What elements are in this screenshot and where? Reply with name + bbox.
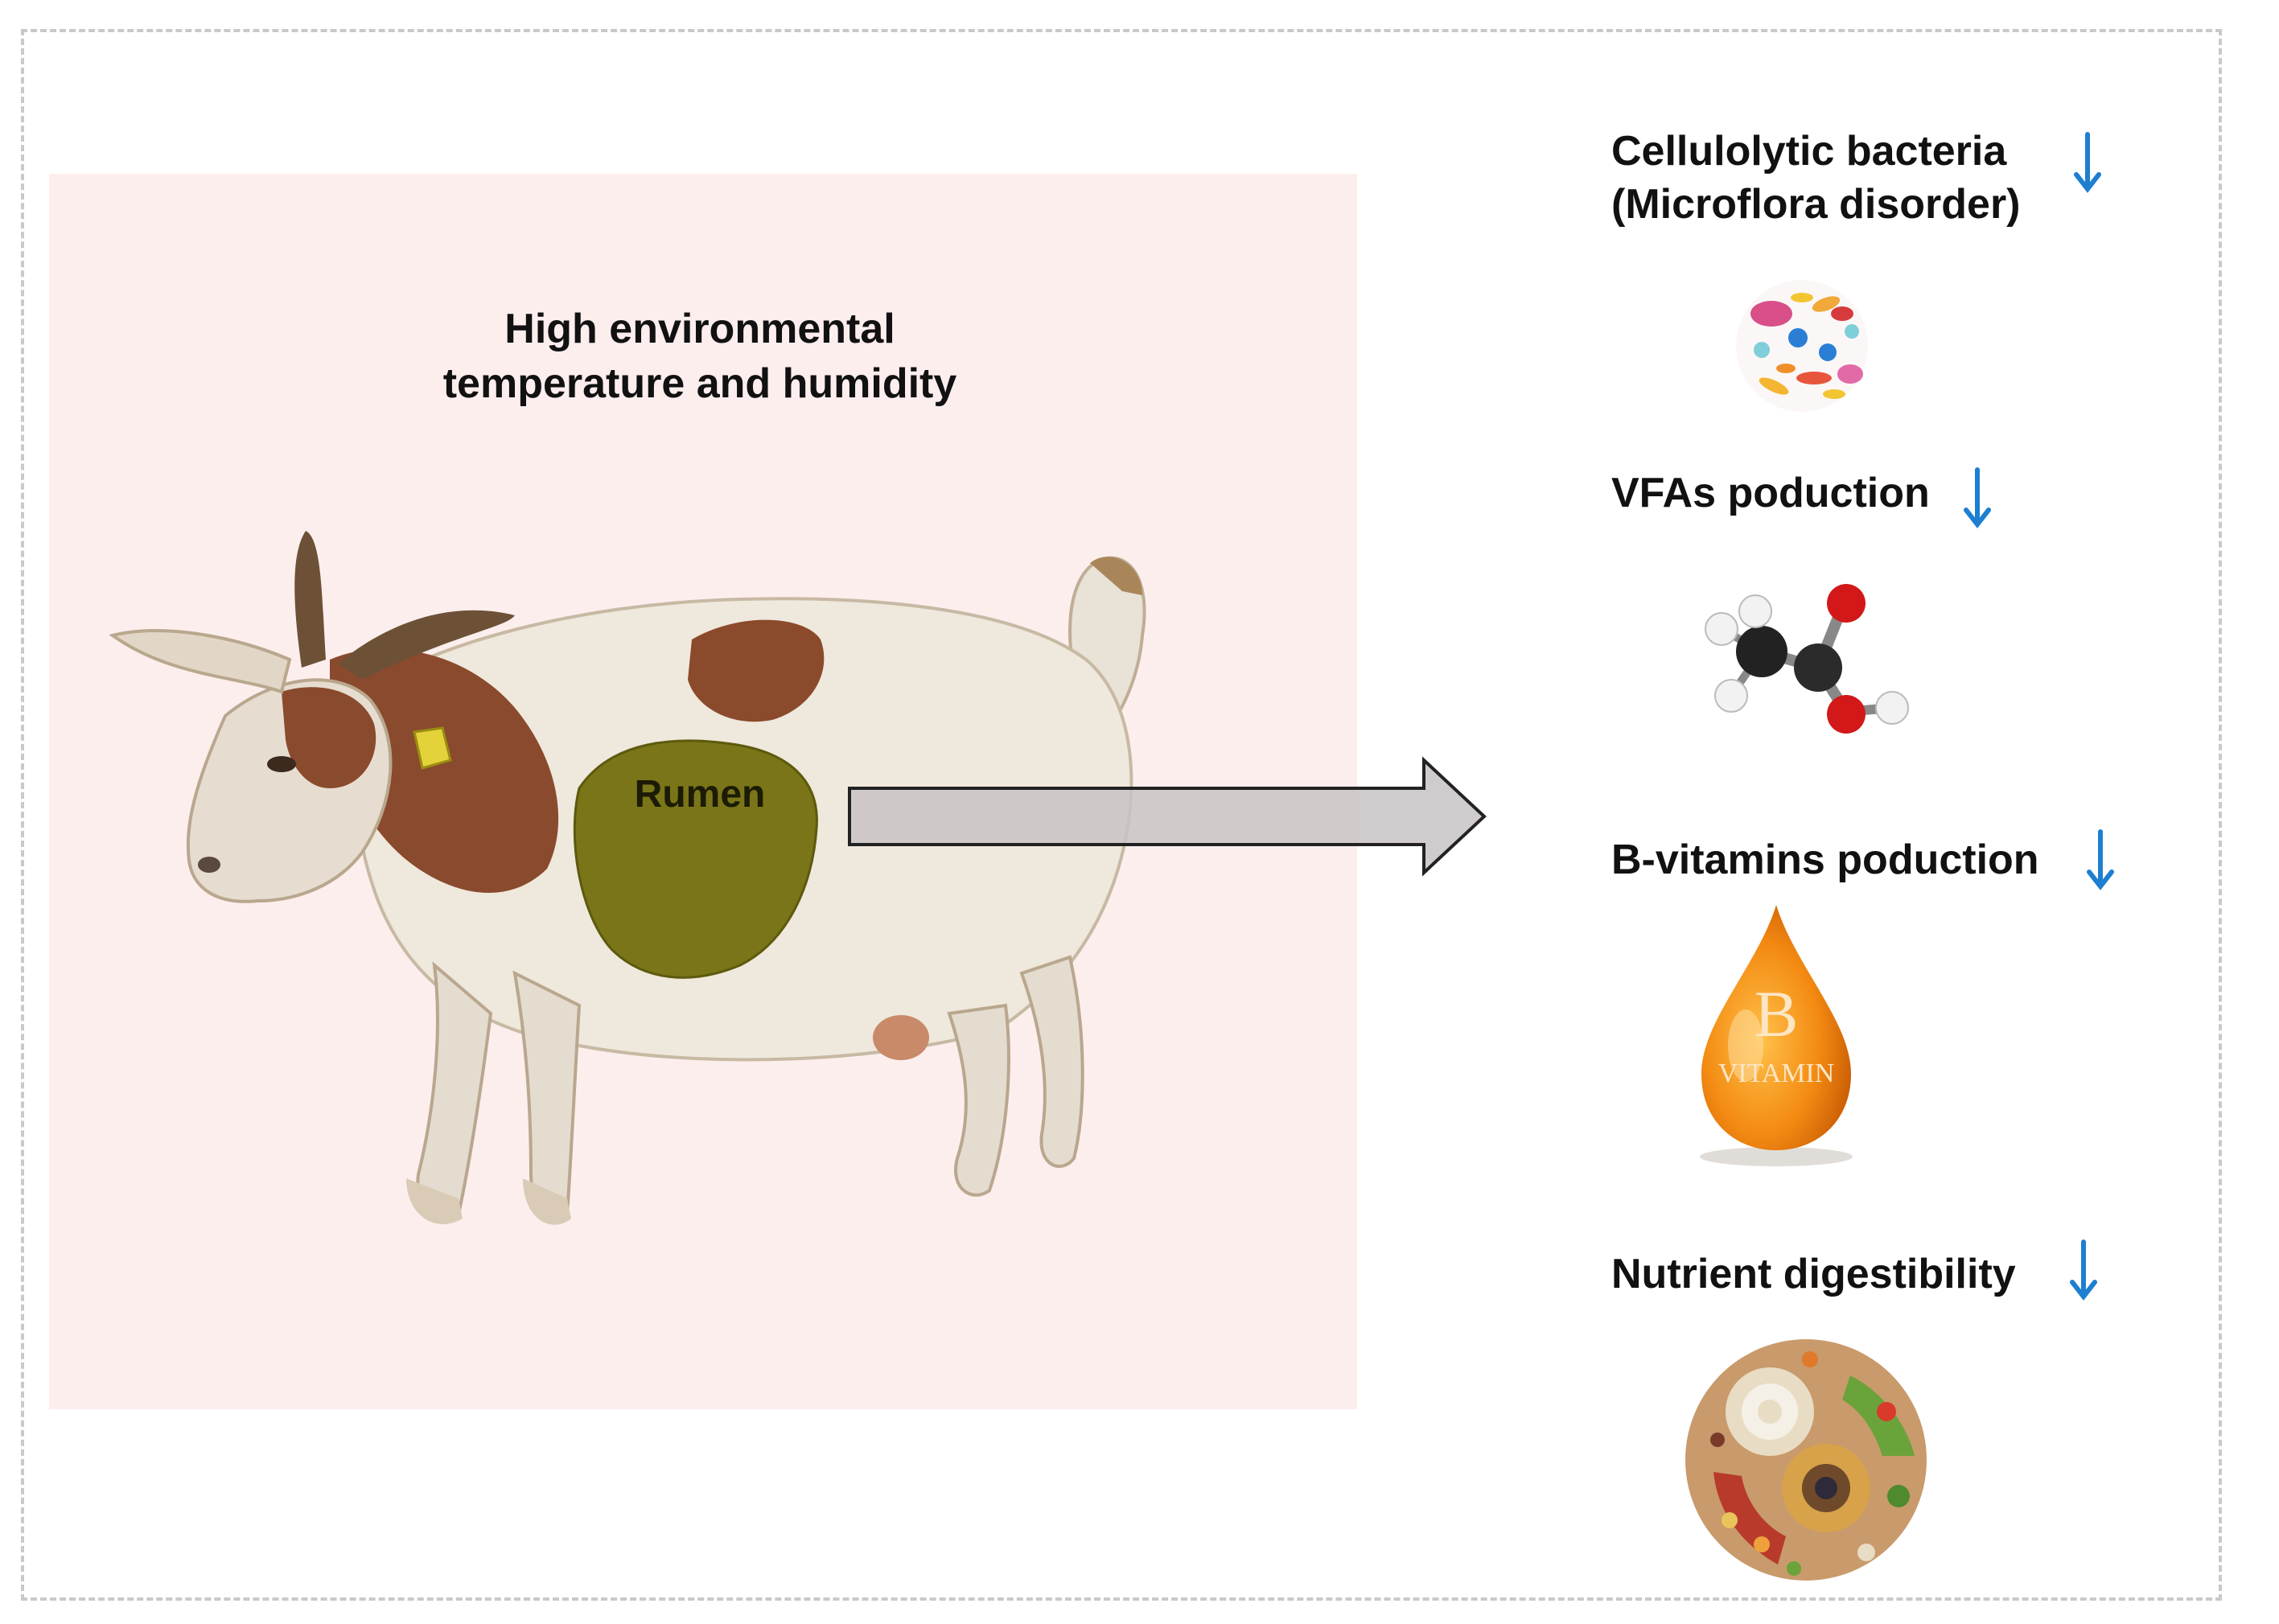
acetic-acid-molecule-icon <box>1705 584 1909 734</box>
effect-cellulolytic-bacteria: Cellulolytic bacteria (Microflora disord… <box>1611 125 2021 231</box>
down-arrow-icon <box>2074 132 2101 193</box>
down-arrow-icon <box>2070 1240 2097 1301</box>
microbes-icon <box>1736 280 1868 412</box>
vitamin-letter: B <box>1755 977 1799 1050</box>
rumen-label: Rumen <box>634 773 766 816</box>
effect-nutrient-digestibility: Nutrient digestibility <box>1611 1248 2016 1301</box>
effect-1-line2: (Microflora disorder) <box>1611 181 2021 228</box>
environment-title-line2: temperature and humidity <box>442 360 957 407</box>
figure-frame <box>21 29 2222 1601</box>
goat-illustration <box>109 531 1146 1225</box>
effect-3-line1: B-vitamins poduction <box>1611 837 2039 883</box>
food-plate-icon <box>1685 1339 1927 1581</box>
effect-1-line1: Cellulolytic bacteria <box>1611 128 2007 175</box>
down-arrow-icon <box>1964 467 1991 528</box>
effect-2-line1: VFAs poduction <box>1611 470 1930 516</box>
rumen-shape <box>573 739 818 979</box>
environment-title: High environmental temperature and humid… <box>354 302 1046 411</box>
effect-vfas-production: VFAs poduction <box>1611 467 1930 520</box>
vitamin-b-drop-icon: B VITAMIN <box>1700 905 1853 1166</box>
effect-b-vitamins-production: B-vitamins poduction <box>1611 833 2039 886</box>
environment-title-line1: High environmental <box>504 306 895 352</box>
vitamin-word: VITAMIN <box>1718 1059 1835 1088</box>
effect-arrow <box>848 756 1487 877</box>
down-arrow-icon <box>2087 829 2114 890</box>
effect-4-line1: Nutrient digestibility <box>1611 1251 2016 1297</box>
